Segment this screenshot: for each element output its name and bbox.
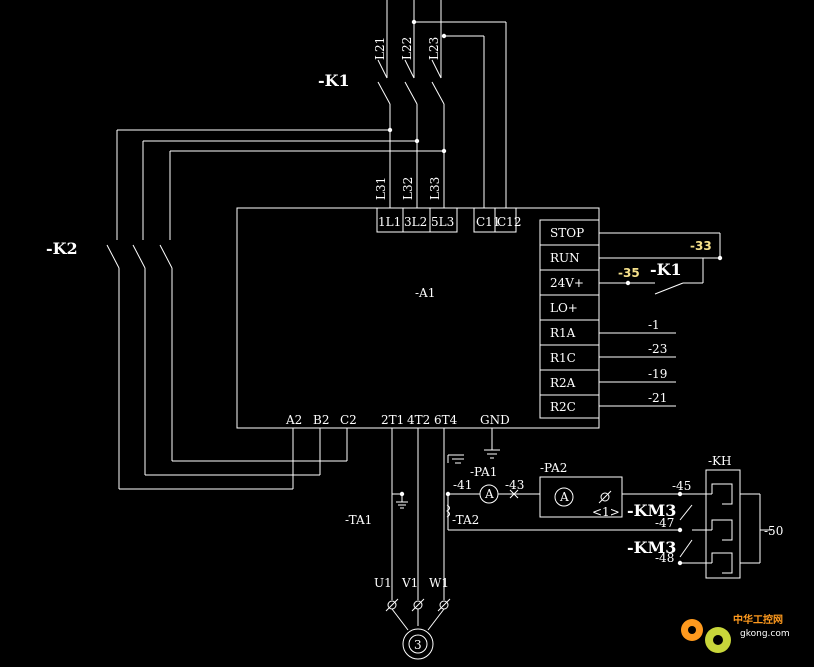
a1-top-terminal-labels: 1L1 3L2 5L3 C11 C12: [378, 215, 521, 229]
a1-label: -A1: [415, 286, 435, 300]
wire-label-l32: L32: [401, 177, 415, 200]
terminal-run: RUN: [550, 251, 580, 265]
terminal-6t4: 6T4: [434, 413, 458, 427]
km3-b-label: -KM3: [627, 538, 676, 557]
terminal-3l2: 3L2: [404, 215, 427, 229]
terminal-u1: U1: [374, 576, 392, 590]
node-1-label: -1: [648, 318, 660, 332]
watermark-cn-text: 中华工控网: [733, 613, 783, 626]
kh-label: -KH: [708, 454, 731, 468]
terminal-1l1: 1L1: [378, 215, 401, 229]
node-41-label: -41: [453, 478, 472, 492]
terminal-w1: W1: [429, 576, 449, 590]
terminal-2t1: 2T1: [381, 413, 404, 427]
terminal-5l3: 5L3: [431, 215, 454, 229]
terminal-r1c: R1C: [550, 351, 576, 365]
terminal-r1a: R1A: [550, 326, 576, 340]
node-45-label: -45: [672, 479, 691, 493]
wire-labels-top: L21 L22 L23 L31 L32 L33: [373, 37, 442, 200]
k1-right-label: -K1: [650, 260, 682, 279]
wire-label-l23: L23: [427, 37, 441, 60]
node-50-label: -50: [764, 524, 783, 538]
control-io-wires: [599, 232, 723, 407]
node-33-label: -33: [690, 239, 712, 253]
km3-a-label: -KM3: [627, 501, 676, 520]
ammeter-1-symbol: A: [484, 487, 494, 501]
current-transformer-loop: [392, 454, 698, 531]
wire-label-l33: L33: [428, 177, 442, 200]
node-19-label: -19: [648, 367, 667, 381]
wire-label-l31: L31: [374, 177, 388, 200]
node-21-label: -21: [648, 391, 667, 405]
node-labels: -33 -35 -1 -23 -19 -21 -41 -43 -45 -47 -…: [453, 239, 783, 565]
terminal-24v: 24V+: [550, 276, 584, 290]
node-43-label: -43: [505, 478, 524, 492]
motor-terminal-labels: U1 V1 W1 3: [374, 576, 449, 652]
terminal-r2c: R2C: [550, 400, 576, 414]
node-23-label: -23: [648, 342, 667, 356]
watermark-domain: gkong.com: [740, 629, 790, 639]
wire-label-l21: L21: [373, 37, 387, 60]
node-47-label: -47: [655, 516, 674, 530]
ta1-label: -TA1: [345, 513, 372, 527]
watermark: 中华工控网 gkong.com: [681, 613, 790, 653]
wire-label-l22: L22: [400, 37, 414, 60]
terminal-stop: STOP: [550, 226, 584, 240]
k2-label: -K2: [46, 239, 78, 258]
pa1-label: -PA1: [470, 465, 497, 479]
terminal-gnd: GND: [480, 413, 510, 427]
a1-soft-starter: [236, 207, 600, 429]
a1-bottom-terminal-labels: A2 B2 C2 2T1 4T2 6T4 GND: [285, 413, 510, 427]
terminal-r2a: R2A: [550, 376, 576, 390]
bypass-k2-wiring: [106, 127, 447, 490]
pa2-label: -PA2: [540, 461, 567, 475]
terminal-c12: C12: [497, 215, 521, 229]
terminal-c2: C2: [340, 413, 357, 427]
terminal-v1: V1: [401, 576, 418, 590]
ta2-label: -TA2: [452, 513, 479, 527]
node-48-label: -48: [655, 551, 674, 565]
node-35-label: -35: [618, 266, 640, 280]
km3-kh-circuit: [677, 469, 772, 579]
a1-right-terminal-labels: STOP RUN 24V+ LO+ R1A R1C R2A R2C: [550, 226, 584, 414]
terminal-4t2: 4T2: [407, 413, 430, 427]
control-supply-wires: [411, 19, 507, 208]
terminal-lo: LO+: [550, 301, 578, 315]
motor-output-lines: [385, 428, 500, 660]
main-supply-lines: [377, 0, 445, 208]
k1-top-label: -K1: [318, 71, 350, 90]
ammeter-2-symbol: A: [559, 490, 569, 504]
terminal-c11: C11: [476, 215, 500, 229]
motor-3-phase-label: 3: [414, 638, 422, 652]
pa2-scale-label: <1>: [592, 505, 620, 519]
terminal-a2: A2: [285, 413, 302, 427]
terminal-b2: B2: [313, 413, 329, 427]
